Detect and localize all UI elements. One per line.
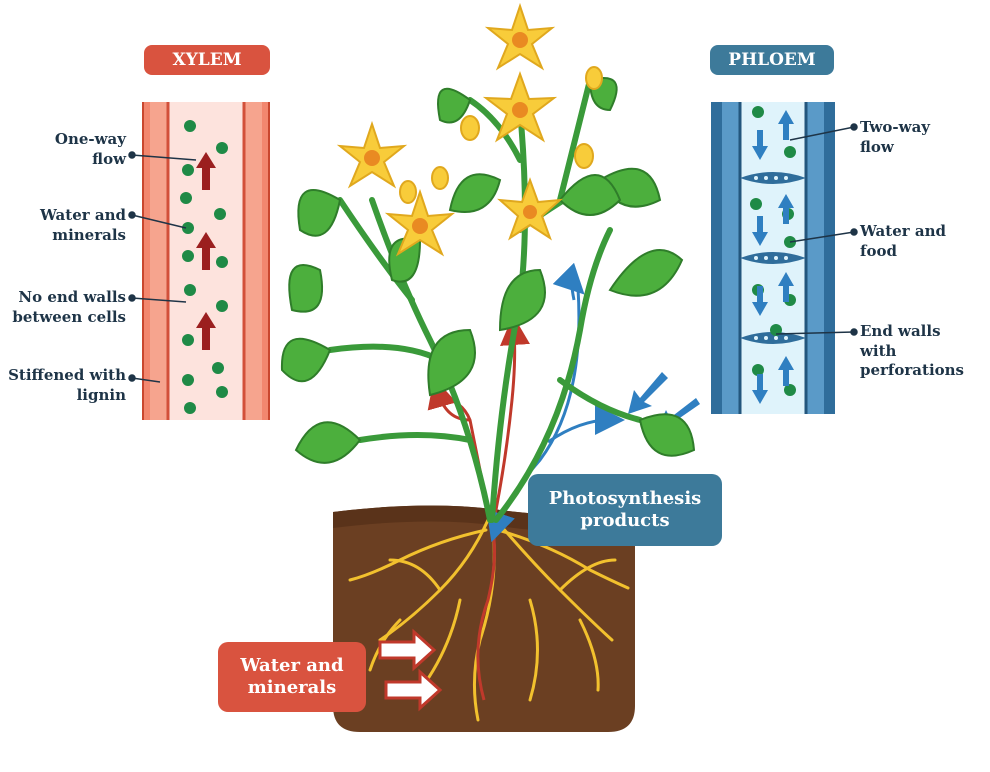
xylem-leaders	[128, 151, 197, 383]
phloem-leaders	[775, 123, 858, 336]
phloem-label-two-way-flow: Two-way flow	[860, 118, 931, 156]
water-intake-arrows	[378, 628, 443, 712]
xylem-tube	[142, 102, 270, 420]
xylem-up-arrows	[196, 152, 216, 350]
phloem-label-end-walls: End walls with perforations	[860, 322, 964, 379]
phloem-transport-leaf	[547, 405, 625, 444]
xylem-label-water-minerals: Water and minerals	[40, 206, 126, 244]
phloem-arrows	[752, 110, 794, 404]
phloem-tube	[711, 102, 835, 414]
phloem-label-water-food: Water and food	[860, 222, 946, 260]
xylem-label-stiffened-lignin: Stiffened with lignin	[8, 366, 126, 404]
xylem-transport-up	[492, 315, 530, 521]
xylem-label-no-end-walls: No end walls between cells	[12, 288, 126, 326]
water-minerals-callout: Water and minerals	[218, 642, 366, 712]
sieve-plates	[740, 172, 806, 344]
phloem-title-badge: PHLOEM	[710, 45, 834, 75]
flowers	[336, 2, 603, 257]
xylem-title-badge: XYLEM	[144, 45, 270, 75]
xylem-label-one-way-flow: One-way flow	[54, 130, 126, 168]
photosynthesis-products-callout: Photosynthesis products	[528, 474, 722, 546]
xylem-particles	[180, 120, 228, 414]
leaves	[280, 77, 696, 464]
